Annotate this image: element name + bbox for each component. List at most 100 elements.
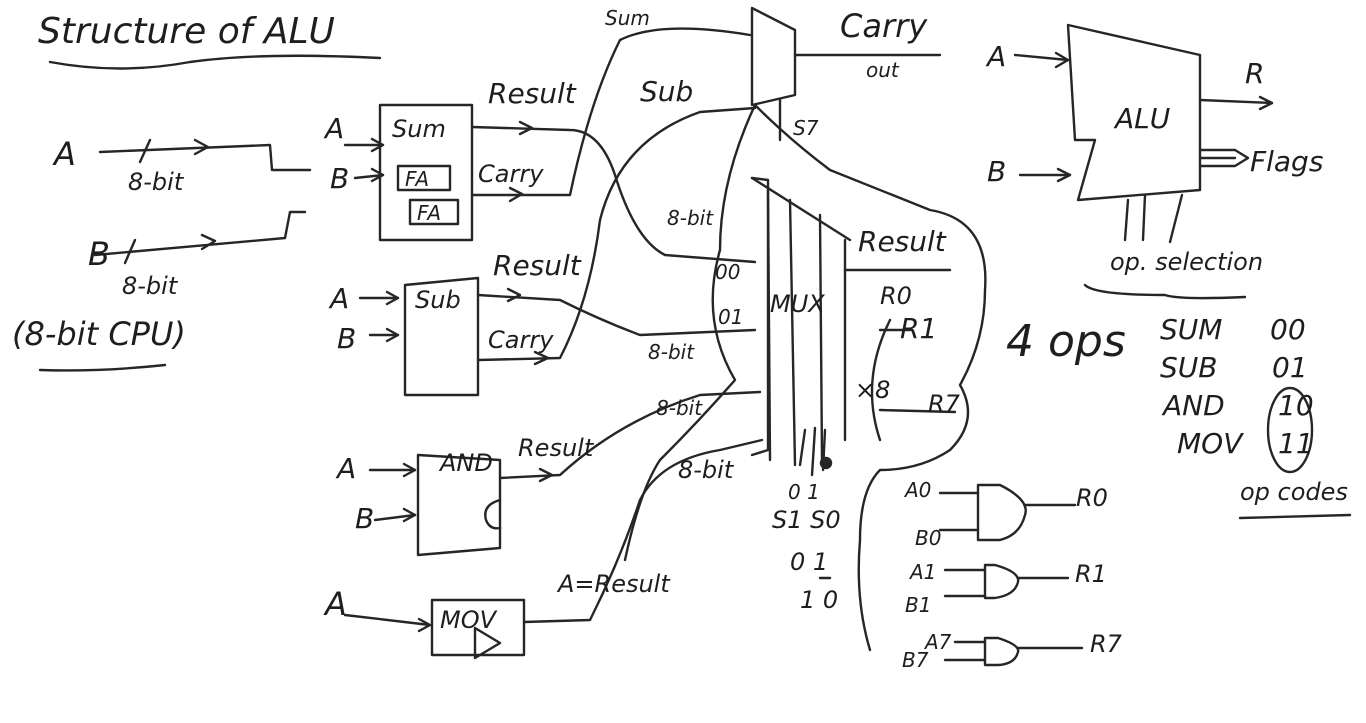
mux-in2-width: 8-bit xyxy=(656,396,703,420)
sum-result-label: Result xyxy=(488,77,576,110)
mux-sel-vals-1: 0 1 xyxy=(790,548,829,576)
sum-result-wire xyxy=(470,125,757,264)
alu-r-arrow xyxy=(1258,95,1274,111)
input-a-label: A xyxy=(54,135,76,173)
alu-block-outline xyxy=(1066,23,1202,202)
sub-in-a-label: A xyxy=(330,282,350,315)
sub-result-arrow xyxy=(506,287,522,303)
alu-in-a-wire xyxy=(1013,53,1070,62)
and-in-a-label: A xyxy=(337,452,357,485)
and-block-name: AND xyxy=(440,449,493,477)
gate0-b-label: B0 xyxy=(915,526,942,550)
mux-inner-1 xyxy=(766,188,772,462)
mov-result-label: A=Result xyxy=(558,570,670,598)
sub-carry-arrow xyxy=(533,350,550,366)
gate1-a-label: A1 xyxy=(910,560,937,584)
alu-flags-label: Flags xyxy=(1250,145,1324,178)
carry-select-label: S7 xyxy=(793,116,819,140)
and-block-box xyxy=(416,453,502,557)
alu-in-b-arrow xyxy=(1056,167,1072,183)
sub-in-b-label: B xyxy=(337,322,357,355)
sub-result-wire xyxy=(476,293,757,337)
gate7-body xyxy=(983,636,1020,667)
mux-r-bracket xyxy=(870,318,892,442)
mux-times-label: ×8 xyxy=(855,376,891,404)
gate7-b-label: B7 xyxy=(902,648,929,672)
gate0-body xyxy=(976,483,1027,542)
op-row-3-name: MOV xyxy=(1177,427,1243,460)
sum-carry-arrow xyxy=(508,186,524,203)
alu-flags-wires xyxy=(1198,148,1250,168)
input-b-label: B xyxy=(88,235,110,273)
cpu-note: (8-bit CPU) xyxy=(12,315,186,353)
mux-in3-width: 8-bit xyxy=(678,456,734,484)
and-in-b-arrow xyxy=(402,507,417,523)
mux-top-edge xyxy=(750,176,852,242)
gate0-a-label: A0 xyxy=(905,478,932,502)
gate1-r-label: R1 xyxy=(1075,560,1107,588)
alu-op-selection-label: op. selection xyxy=(1110,248,1264,276)
sub-carry-wire xyxy=(476,106,757,362)
bus-a-slash xyxy=(138,138,152,164)
fa2-box xyxy=(408,198,460,226)
mux-inner-2 xyxy=(788,198,797,467)
bus-b-slash xyxy=(123,238,137,265)
ops-heading: 4 ops xyxy=(1006,316,1126,367)
op-row-2-name: AND xyxy=(1163,389,1225,422)
mux-sel-bar-2 xyxy=(810,426,817,477)
alu-opsel-wires xyxy=(1123,193,1184,244)
mux-in0-width: 8-bit xyxy=(667,206,714,230)
sub-block-name: Sub xyxy=(415,286,461,314)
opcode-underline xyxy=(1238,513,1352,520)
mov-block-name: MOV xyxy=(440,606,497,634)
sum-carry-label: Carry xyxy=(478,160,544,188)
mux-outline-scribble xyxy=(623,103,987,652)
bus-a-width: 8-bit xyxy=(128,168,184,196)
alu-r-label: R xyxy=(1245,57,1265,90)
alu-in-a-arrow xyxy=(1054,51,1070,69)
mux-in1-code: 01 xyxy=(718,305,744,329)
mux-body xyxy=(750,176,770,457)
and-in-a-arrow xyxy=(402,462,417,478)
fa2-label: FA xyxy=(417,201,442,225)
sub-in-a-arrow xyxy=(385,290,400,306)
mux-r-wire-2 xyxy=(878,408,957,414)
op-codes-label: op codes xyxy=(1240,478,1348,506)
sum-block-name: Sum xyxy=(392,115,446,143)
op-row-0-code: 00 xyxy=(1270,313,1306,346)
carry-out-label: Carry xyxy=(840,7,928,45)
mov-in-a-label: A xyxy=(325,585,347,623)
mux-result-label: Result xyxy=(858,225,946,258)
op-row-1-name: SUB xyxy=(1160,351,1218,384)
op-row-2-code: 10 xyxy=(1278,389,1314,422)
and-result-wire xyxy=(498,390,762,480)
alu-r-wire xyxy=(1198,98,1274,105)
sum-in-b-label: B xyxy=(330,162,350,195)
sum-in-a-arrow xyxy=(370,137,385,153)
mux-sel-bits: 0 1 xyxy=(788,480,820,504)
alu-in-a-label: A xyxy=(987,40,1007,73)
sub-carry-label: Carry xyxy=(488,326,554,354)
gate1-b-label: B1 xyxy=(905,593,932,617)
sum-in-b-wire xyxy=(353,173,385,180)
mov-buffer-triangle xyxy=(473,626,502,660)
sub-in-b-arrow xyxy=(385,327,400,343)
mux-inner-3 xyxy=(818,213,824,462)
sub-result-label: Result xyxy=(493,249,581,282)
gate1-body xyxy=(983,563,1020,600)
mux-in0-code: 00 xyxy=(715,260,741,284)
and-in-b-wire xyxy=(373,513,417,522)
carry-mux-sum-label: Sum xyxy=(605,6,650,30)
opcode-circle xyxy=(1266,386,1314,474)
mux-r0-label: R0 xyxy=(880,282,912,310)
mux-sel-dot xyxy=(819,456,833,470)
carry-out-sublabel: out xyxy=(866,58,899,82)
and-in-b-label: B xyxy=(355,502,375,535)
gate0-r-label: R0 xyxy=(1076,484,1108,512)
mux-in1-width: 8-bit xyxy=(648,340,695,364)
sum-in-a-label: A xyxy=(325,112,345,145)
mux-r7-label: R7 xyxy=(928,390,960,418)
op-row-3-code: 11 xyxy=(1278,427,1314,460)
alu-in-b-label: B xyxy=(987,155,1007,188)
